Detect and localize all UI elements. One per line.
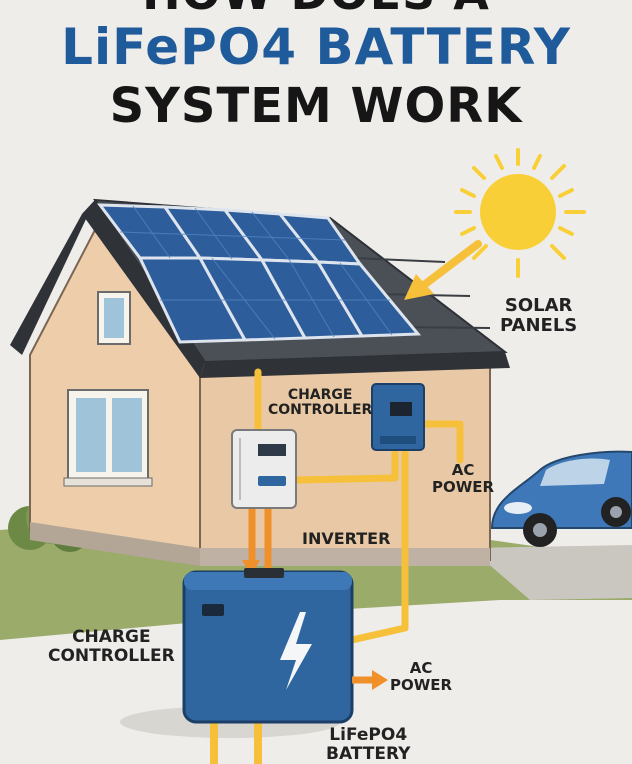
title-line-2: LiFePO4 BATTERY [61,18,571,76]
solar-panel-array [96,203,422,344]
charge-controller-unit [371,383,425,451]
car [490,450,632,547]
roof-gable-edge-left [10,200,95,355]
label-charge-controller-top: CHARGE CONTROLLER [268,387,373,419]
label-charge-controller-top-line-2: CONTROLLER [268,402,373,419]
label-ac-power-bottom-line-2: POWER [390,675,453,694]
roof-eave [200,352,510,378]
driveway [470,545,632,600]
label-charge-controller-left-line-2: CONTROLLER [48,645,175,666]
wire-controller-to-ac [420,420,464,464]
ac-output-arrow [352,670,388,690]
house-gable-foundation [30,522,200,566]
house-foundation [200,548,490,566]
label-ac-power-right-line-2: POWER [432,477,495,496]
inverter-unit [231,429,297,509]
title-line-1: HOW DOES A [0,0,632,20]
sun-icon [454,148,586,278]
title-line-3: SYSTEM WORK [109,78,523,134]
label-lifepo4-battery-line-2: BATTERY [326,743,411,764]
window-large [63,389,153,487]
wiring [210,368,464,764]
label-ac-power-right-line-1: AC [451,461,475,479]
label-charge-controller-left: CHARGE CONTROLLER [48,628,175,665]
label-inverter: INVERTER [302,529,391,548]
label-charge-controller-left-line-1: CHARGE [72,627,151,647]
wire-controller-to-battery [348,448,409,644]
lightning-bolt-icon [280,612,312,690]
label-ac-power-bottom: AC POWER [390,660,452,693]
wire-inverter-to-controller [294,448,399,484]
label-solar-panels-line-1: SOLAR [504,295,573,316]
label-ac-power-right: AC POWER [432,462,494,495]
label-lifepo4-battery: LiFePO4 BATTERY [326,726,410,763]
lifepo4-battery [182,568,354,724]
label-lifepo4-battery-line-1: LiFePO4 [329,725,408,745]
label-solar-panels: SOLAR PANELS [500,296,577,336]
window-small [97,291,131,345]
label-solar-panels-line-2: PANELS [500,314,578,336]
roof-gable-edge [82,200,205,378]
label-charge-controller-top-line-1: CHARGE [287,387,353,403]
sunlight-arrow [404,240,482,300]
label-ac-power-bottom-line-1: AC [409,659,433,677]
